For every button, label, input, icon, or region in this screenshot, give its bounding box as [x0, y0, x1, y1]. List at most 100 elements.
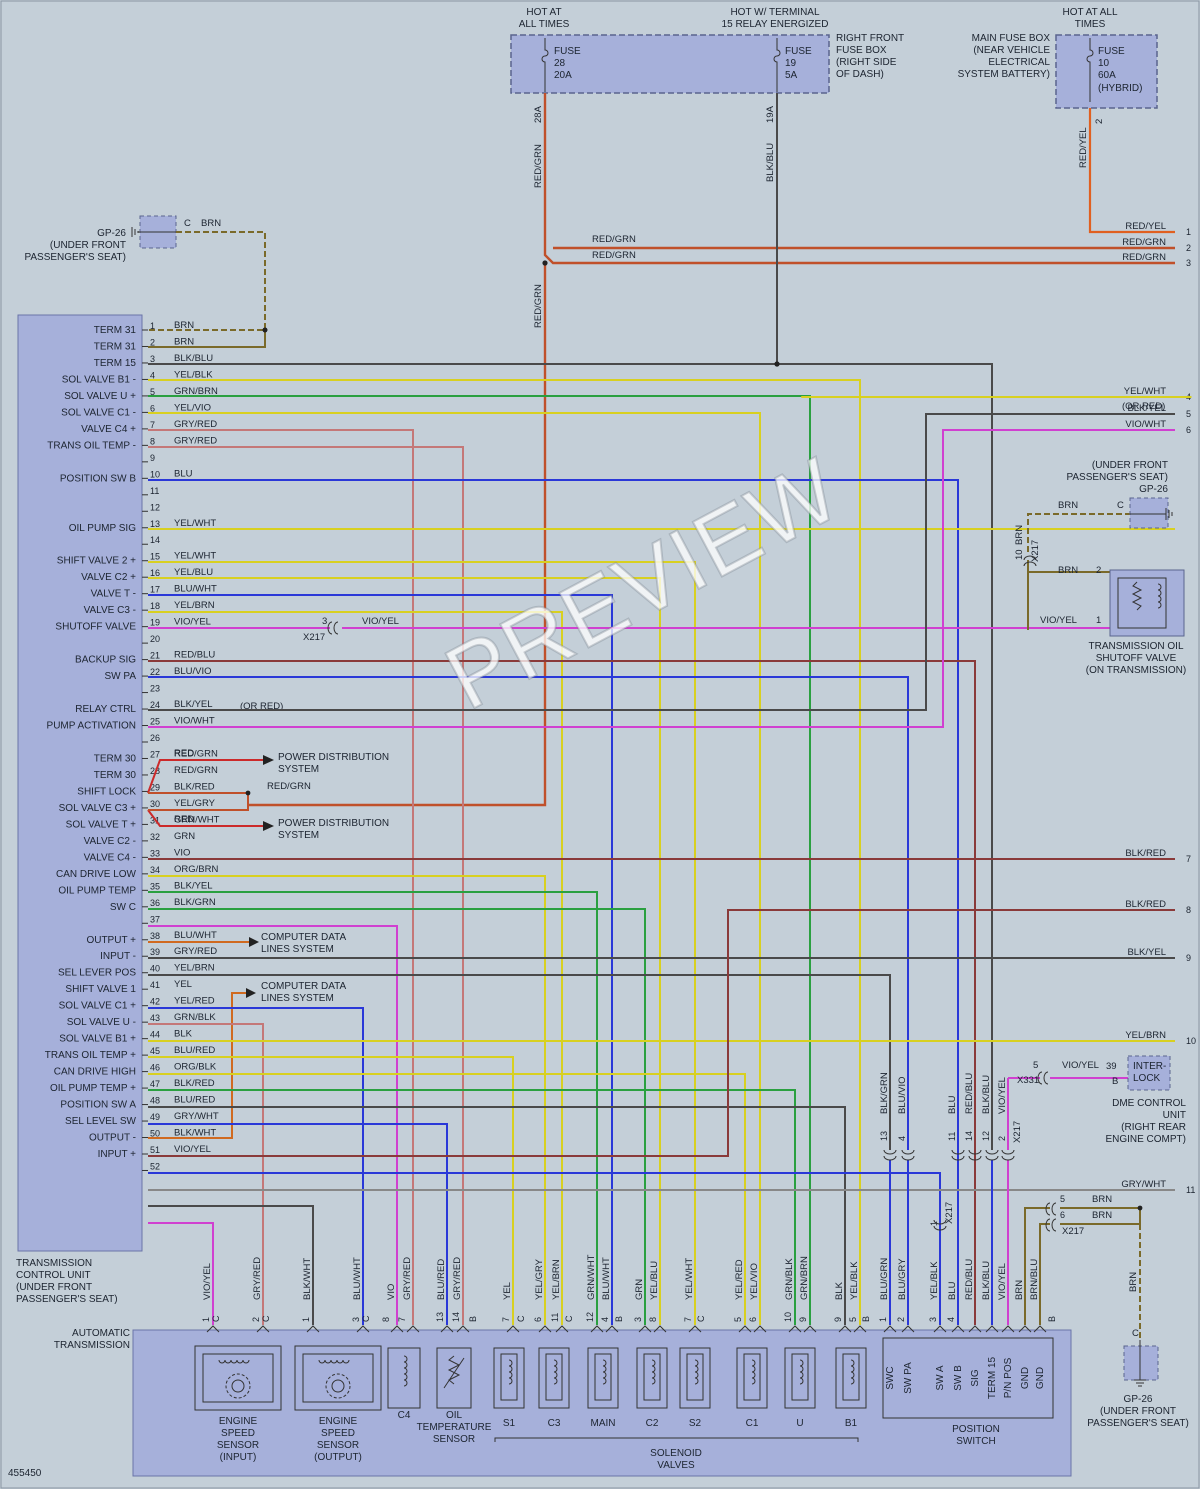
trans-pin-number: 10 — [783, 1312, 793, 1322]
solenoid-valve-inner — [743, 1353, 761, 1401]
trans-wire-label: YEL/WHT — [684, 1258, 695, 1300]
position-switch-pin: SWC — [885, 1366, 896, 1389]
tcu-pin-number: 44 — [150, 1030, 160, 1040]
x217-pin: 1 — [929, 1221, 939, 1226]
trans-pin-number: 6 — [533, 1317, 543, 1322]
fuse-10-l1: FUSE — [1098, 46, 1125, 57]
wire-brn-term31b — [148, 330, 266, 348]
trans-wire-label: YEL/RED — [734, 1259, 745, 1300]
tcu-pin-number: 48 — [150, 1096, 160, 1106]
fuse-19-l1: FUSE — [785, 46, 812, 57]
tcu-pin-label: SW C — [110, 902, 136, 913]
trans-pin-letter: B — [614, 1316, 624, 1322]
x217-lower-connector: 13BLK/GRN4BLU/VIO11BLU14RED/BLU12BLK/BLU… — [879, 1072, 1065, 1232]
speed-sensor-box — [294, 1345, 382, 1411]
trans-connector-icon — [356, 1325, 370, 1333]
dme-wire: VIO/YEL — [1062, 1060, 1099, 1071]
trans-pin-number: 11 — [550, 1313, 560, 1322]
trans-connector-icon — [968, 1325, 982, 1333]
trans-connector-icon — [838, 1325, 852, 1333]
wire-blu-10 — [148, 479, 959, 1325]
trans-pin-number: 7 — [397, 1317, 407, 1322]
trans-wire-label: VIO — [386, 1284, 397, 1300]
arrow-can-high — [246, 988, 256, 998]
tcu-pin-wire: BLU/WHT — [174, 930, 217, 941]
tcu-pin-wire: VIO/YEL — [174, 617, 211, 628]
speed-sensor-caption: ENGINE — [319, 1416, 358, 1427]
wire-red-blu-21 — [148, 660, 976, 1325]
at-caption-2: TRANSMISSION — [54, 1340, 130, 1351]
power-dist-1b: SYSTEM — [278, 764, 319, 775]
gp26-bottom-loc1: (UNDER FRONT — [1100, 1406, 1176, 1417]
right-pin-wire: RED/YEL — [1125, 221, 1166, 232]
gp26-bottom-loc2: PASSENGER'S SEAT) — [1087, 1418, 1189, 1429]
wire-blk-44 — [148, 1106, 846, 1325]
fuse-19-l3: 5A — [785, 70, 798, 81]
right-pin-wire: BLK/YEL — [1127, 947, 1166, 958]
tcu-pin-number: 39 — [150, 947, 160, 957]
x217-connector-icon — [901, 1149, 915, 1161]
tcu-pin-number: 5 — [150, 387, 155, 397]
tcu-pin-number: 49 — [150, 1112, 160, 1122]
solenoid-valve-label: B1 — [845, 1418, 858, 1429]
automatic-transmission-box — [132, 1329, 1072, 1477]
trans-connector-icon — [788, 1325, 802, 1333]
speed-sensor-caption: (OUTPUT) — [314, 1452, 362, 1463]
tcu-pin-label: TERM 30 — [94, 770, 137, 781]
speed-sensor-caption: SPEED — [221, 1428, 255, 1439]
tcu-pin-label: SOL VALVE B1 + — [59, 1034, 136, 1045]
tcu-pin-wire: BLK — [174, 1029, 193, 1040]
tcu-pin-number: 32 — [150, 832, 160, 842]
tcu-pin-number: 34 — [150, 865, 160, 875]
label-red-a: RED — [174, 748, 194, 759]
tcu-pin-wire: BLK/YEL — [174, 699, 213, 710]
brn-lower-a: BRN — [1092, 1194, 1112, 1205]
wire-grn-32 — [148, 908, 646, 1325]
shutoff-conn-pin: 10 — [1014, 549, 1025, 560]
trans-wire-label: GRY/RED — [452, 1257, 463, 1300]
position-switch-pin: SW PA — [903, 1362, 914, 1394]
solenoid-valve-box — [736, 1347, 768, 1409]
trans-connector-icon — [456, 1325, 470, 1333]
speed-sensor-caption: ENGINE — [219, 1416, 258, 1427]
x217-lower-label-b: X217 — [944, 1202, 955, 1224]
wire-blu-red-45 — [148, 1123, 448, 1325]
trans-connector-icon — [638, 1325, 652, 1333]
speed-sensor-caption: SPEED — [321, 1428, 355, 1439]
solenoid-valve-box — [493, 1347, 525, 1409]
trans-pin-letter: C — [696, 1315, 706, 1322]
gp26-tl-loc1: (UNDER FRONT — [50, 240, 126, 251]
hot-label-2a: HOT W/ TERMINAL — [730, 7, 820, 18]
tcu-pin-number: 12 — [150, 502, 160, 512]
pin-19a: 19A — [765, 105, 776, 123]
tcu-pin-number: 13 — [150, 519, 160, 529]
right-front-fuse-box — [510, 34, 830, 94]
thermistor-icon — [443, 1355, 465, 1389]
tcu-pin-wire: YEL/BRN — [174, 600, 215, 611]
tcu-pin-wire: GRY/RED — [174, 946, 217, 957]
tcu-caption-1: TRANSMISSION — [16, 1258, 92, 1269]
solenoid-coil-icon — [553, 1359, 558, 1385]
wire-blk-wht-50 — [148, 1205, 314, 1325]
fuse-28-l3: 20A — [554, 70, 572, 81]
tcu-pin-label: VALVE T - — [91, 589, 136, 600]
right-pin-number: 10 — [1186, 1036, 1196, 1046]
gp26-shutoff-pin: C — [1117, 500, 1124, 511]
tcu-pin-wire: BLU/RED — [174, 1045, 215, 1056]
hot-label-2b: 15 RELAY ENERGIZED — [722, 19, 829, 30]
computer-data-1a: COMPUTER DATA — [261, 932, 347, 943]
wire-blu-wht-17 — [148, 594, 613, 1325]
trans-wire-label: BLU/WHT — [352, 1257, 363, 1300]
tcu-pin-label: POSITION SW B — [60, 473, 136, 484]
wire-blk-red-47 — [148, 909, 1175, 1157]
tcu-pin-label: VALVE C2 - — [84, 836, 136, 847]
x217-connector-icon — [1045, 1218, 1057, 1232]
tcu-pin-wire: BLK/YEL — [174, 880, 213, 891]
label-red-grn-a: RED/GRN — [592, 234, 636, 245]
gear-icon — [225, 1373, 251, 1399]
trans-connector-icon — [605, 1325, 619, 1333]
trans-connector-icon — [753, 1325, 767, 1333]
label-red-b: RED — [174, 814, 194, 825]
x217-connector-icon — [968, 1149, 982, 1161]
speed-sensor-inner — [202, 1353, 274, 1403]
